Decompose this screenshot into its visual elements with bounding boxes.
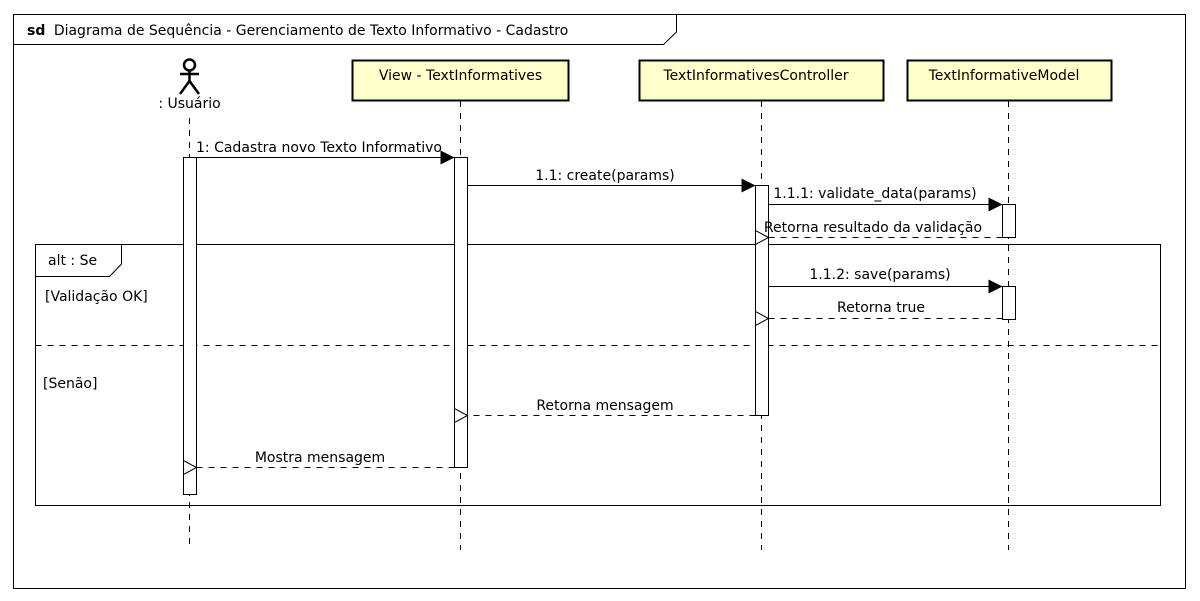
message-labels: 1: Cadastra novo Texto Informativo 1.1: … (196, 140, 982, 466)
activation-view (454, 157, 468, 468)
lifeline-head-model: TextInformativeModel (906, 59, 1113, 102)
lifeline-head-controller: TextInformativesController (638, 59, 885, 102)
alt-guard-ok: [Validação OK] (45, 289, 148, 305)
lifeline-head-label: View - TextInformatives (379, 68, 542, 84)
message-1-label: 1: Cadastra novo Texto Informativo (196, 140, 442, 156)
activation-usuario (183, 157, 197, 495)
alt-fragment: alt : Se [Validação OK] [Senão] (35, 244, 1161, 506)
alt-operator-tab (35, 244, 122, 277)
message-arrows (197, 150, 1003, 468)
return-true-label: Retorna true (837, 300, 925, 316)
alt-operator-label: alt : Se (48, 253, 97, 269)
actor-usuario: : Usuário (158, 58, 221, 112)
activation-model-save (1002, 286, 1016, 320)
lifeline-head-label: TextInformativeModel (928, 68, 1080, 84)
message-1-1-1-label: 1.1.1: validate_data(params) (773, 186, 976, 202)
activation-model-validate (1002, 204, 1016, 238)
message-1-1-label: 1.1: create(params) (535, 168, 675, 184)
lifeline-head-label: TextInformativesController (663, 68, 849, 84)
mostra-mensagem-label: Mostra mensagem (255, 450, 385, 466)
frame-title-tab (13, 14, 677, 45)
frame-title: sd Diagrama de Sequência - Gerenciamento… (27, 23, 568, 39)
actor-stick-figure-icon (178, 58, 201, 95)
message-1-1-2-label: 1.1.2: save(params) (809, 267, 950, 283)
return-mensagem-label: Retorna mensagem (536, 398, 673, 414)
lifeline-head-view: View - TextInformatives (351, 59, 570, 102)
alt-guard-else: [Senão] (43, 376, 97, 392)
actor-label: : Usuário (158, 96, 220, 112)
return-validation-label: Retorna resultado da validação (764, 220, 982, 236)
diagram-frame: sd Diagrama de Sequência - Gerenciamento… (13, 14, 1186, 589)
